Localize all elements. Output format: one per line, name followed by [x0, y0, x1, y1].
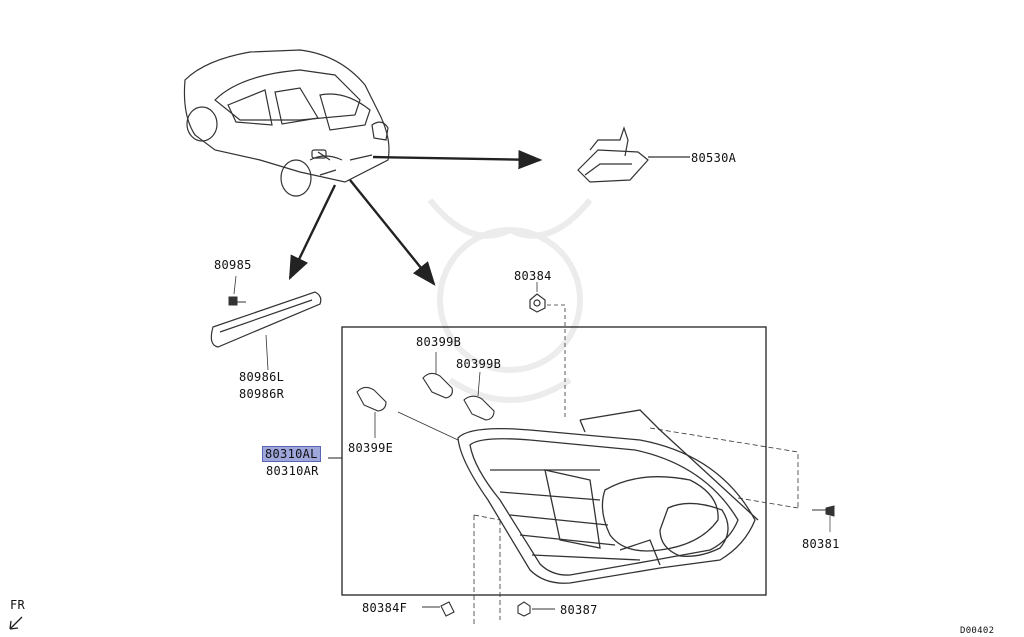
label-80387: 80387 [560, 603, 598, 617]
label-80986L: 80986L [239, 370, 285, 384]
label-80384F: 80384F [362, 601, 408, 615]
label-80381: 80381 [802, 537, 840, 551]
assembly-box [341, 326, 767, 596]
label-80310AR[interactable]: 80310AR [266, 464, 319, 478]
front-direction-arrow [9, 616, 23, 630]
label-80399B-lower: 80399B [456, 357, 502, 371]
dashed-leaders [473, 427, 799, 625]
label-80384: 80384 [514, 269, 552, 283]
label-80985: 80985 [214, 258, 252, 272]
bulb-80399E [356, 386, 387, 438]
bulb-80399B-lower [463, 371, 495, 421]
front-direction-label: FR [10, 598, 26, 612]
nut-80387 [517, 601, 555, 617]
reflector-part [210, 291, 322, 371]
clip-80384F [422, 601, 455, 617]
tail-lamp-assembly [457, 409, 759, 584]
car-illustration [183, 49, 390, 197]
screw-80381 [812, 505, 835, 532]
bulb-80399B-upper [422, 352, 453, 399]
screw-80985 [228, 275, 246, 306]
callout-arrows [288, 150, 543, 286]
label-80310AL-selected[interactable]: 80310AL [262, 446, 321, 462]
bulb-leader [397, 411, 459, 441]
label-80399E: 80399E [348, 441, 394, 455]
label-80530A: 80530A [691, 151, 737, 165]
diagram-code: D00402 [960, 626, 995, 636]
label-80986R: 80986R [239, 387, 285, 401]
watermark [427, 198, 593, 403]
label-80399B-upper: 80399B [416, 335, 462, 349]
nut-80384 [529, 282, 566, 420]
license-lamp-part [577, 126, 690, 183]
